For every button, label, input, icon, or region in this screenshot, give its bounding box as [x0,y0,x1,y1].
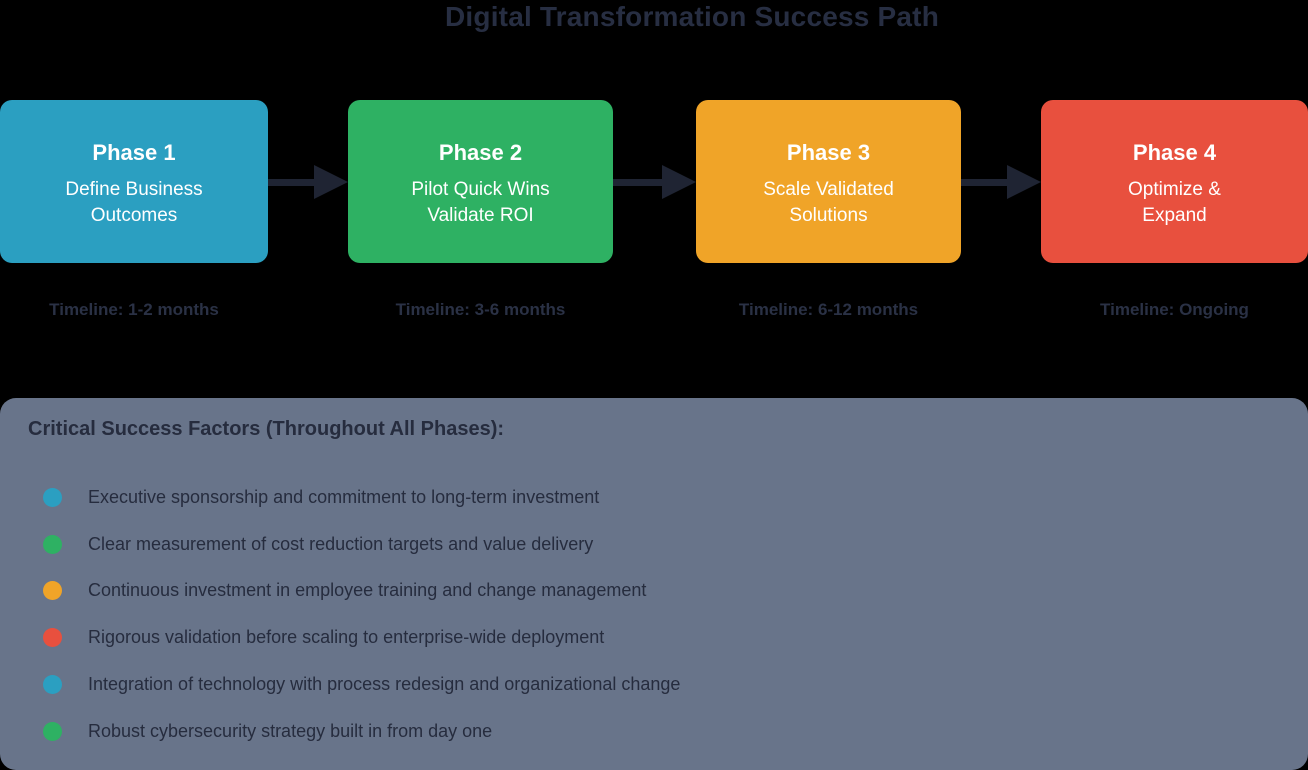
phase-subtitle-line: Solutions [789,205,868,226]
csf-item-text: Executive sponsorship and commitment to … [88,486,600,507]
arrow-right-icon [961,163,1041,201]
bullet-dot-icon [43,581,62,601]
phase-subtitle-line: Validate ROI [427,205,534,226]
phase-title: Phase 3 [786,140,871,165]
bullet-dot-icon [43,487,62,507]
phase-title: Phase 4 [1132,140,1217,165]
phase-box-2: Phase 2 Pilot Quick Wins Validate ROI [348,100,613,263]
csf-list: Executive sponsorship and commitment to … [43,474,1278,755]
phase-title: Phase 1 [92,140,176,165]
timeline-label-2: Timeline: 3-6 months [395,300,566,319]
bullet-dot-icon [43,675,62,695]
arrow-head [662,165,696,199]
arrow-shaft [961,178,1007,186]
csf-item-text: Integration of technology with process r… [88,674,681,695]
phase-subtitle-line: Outcomes [90,205,178,226]
csf-list-item: Continuous investment in employee traini… [43,568,1278,615]
phase-subtitle-line: Scale Validated [763,179,894,200]
arrow-head [314,165,348,199]
arrow-right-icon [268,163,348,201]
bullet-dot-icon [43,628,62,648]
arrow-shaft [268,178,314,186]
timeline-label-1: Timeline: 1-2 months [49,300,219,319]
phase-subtitle-line: Pilot Quick Wins [411,179,550,200]
csf-list-item: Rigorous validation before scaling to en… [43,614,1278,661]
phase-box-1: Phase 1 Define Business Outcomes [0,100,268,263]
phase-box-3: Phase 3 Scale Validated Solutions [696,100,961,263]
arrow-shaft [613,178,662,186]
csf-list-item: Robust cybersecurity strategy built in f… [43,708,1278,755]
csf-item-text: Robust cybersecurity strategy built in f… [88,720,493,741]
csf-item-text: Rigorous validation before scaling to en… [88,627,605,648]
csf-list-item: Integration of technology with process r… [43,661,1278,708]
phase-subtitle-line: Define Business [65,179,203,200]
phase-subtitle-line: Optimize & [1128,179,1221,200]
arrow-right-icon [613,163,696,201]
csf-list-item: Executive sponsorship and commitment to … [43,474,1278,521]
csf-item-text: Clear measurement of cost reduction targ… [88,533,594,554]
phase-subtitle-line: Expand [1142,205,1207,226]
arrow-head [1007,165,1041,199]
csf-header: Critical Success Factors (Throughout All… [28,418,505,440]
timeline-label-4: Timeline: Ongoing [1100,300,1249,319]
csf-list-item: Clear measurement of cost reduction targ… [43,521,1278,568]
timeline-label-3: Timeline: 6-12 months [738,300,919,319]
bullet-dot-icon [43,721,62,741]
critical-success-factors-panel: Critical Success Factors (Throughout All… [0,398,1308,770]
phase-box-4: Phase 4 Optimize & Expand [1041,100,1308,263]
diagram-title: Digital Transformation Success Path [444,1,940,32]
bullet-dot-icon [43,534,62,554]
phase-title: Phase 2 [438,140,523,165]
csf-item-text: Continuous investment in employee traini… [88,580,647,601]
